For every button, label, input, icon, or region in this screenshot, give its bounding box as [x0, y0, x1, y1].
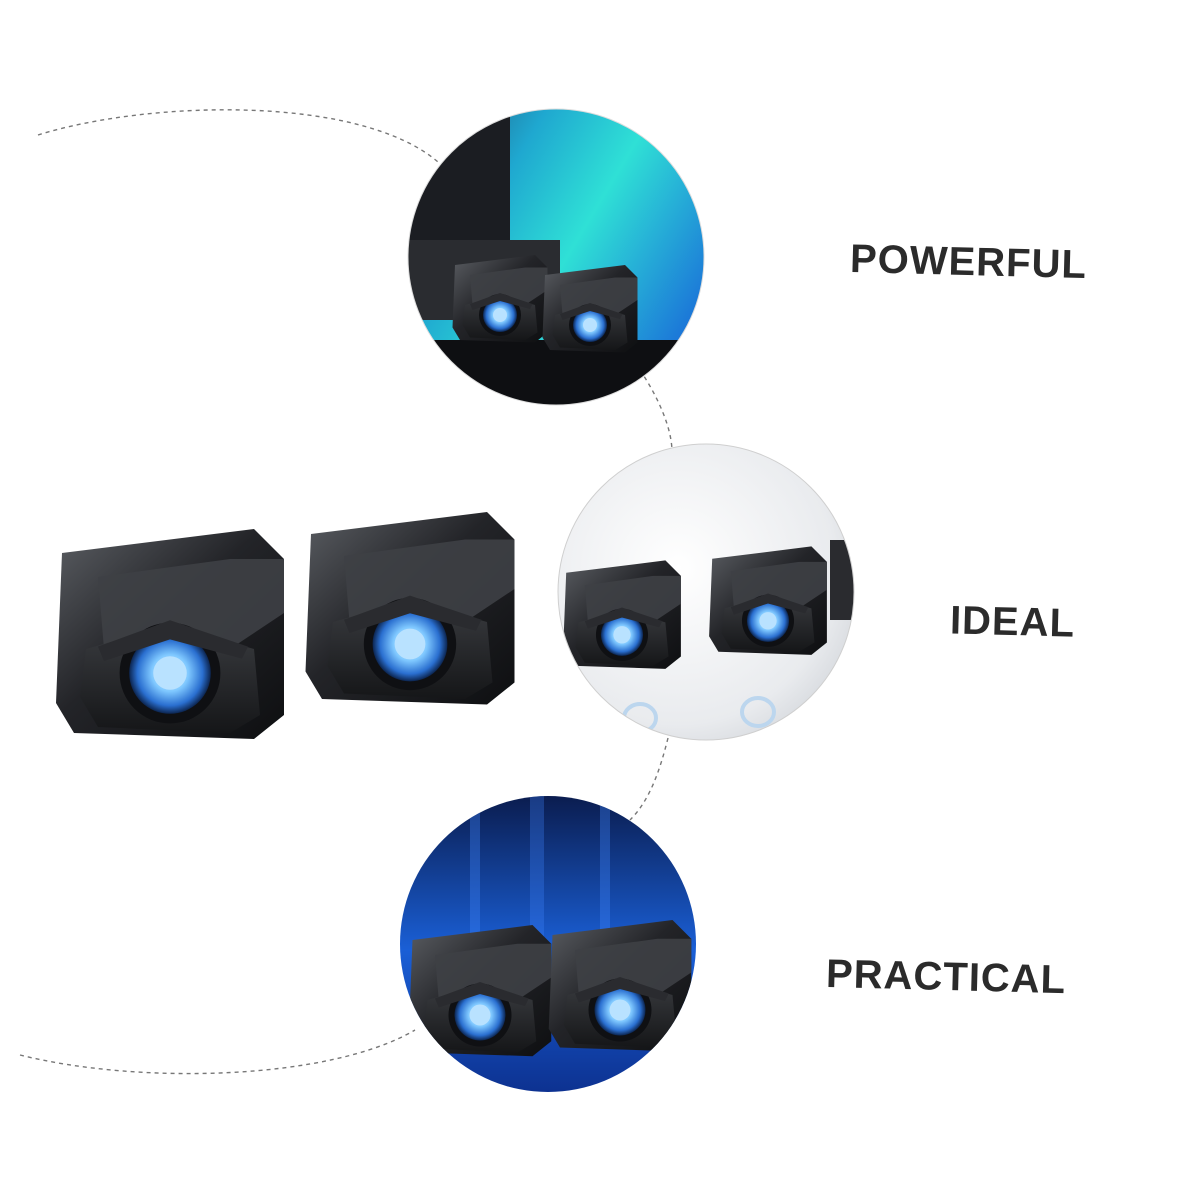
feature-label-ideal: IDEAL [949, 598, 1076, 646]
feature-image-practical [400, 796, 696, 1092]
dashed-arc-mid-1 [639, 369, 673, 453]
feature-label-powerful: POWERFUL [849, 236, 1088, 288]
feature-label-practical: PRACTICAL [825, 951, 1067, 1003]
feature-image-ideal [558, 444, 854, 740]
dashed-arc-mid-2 [629, 737, 669, 821]
speaker-pair-icon [56, 512, 515, 739]
dashed-arc-bottom [19, 1029, 416, 1075]
feature-image-powerful [408, 109, 704, 405]
dashed-arc-top [37, 109, 439, 163]
